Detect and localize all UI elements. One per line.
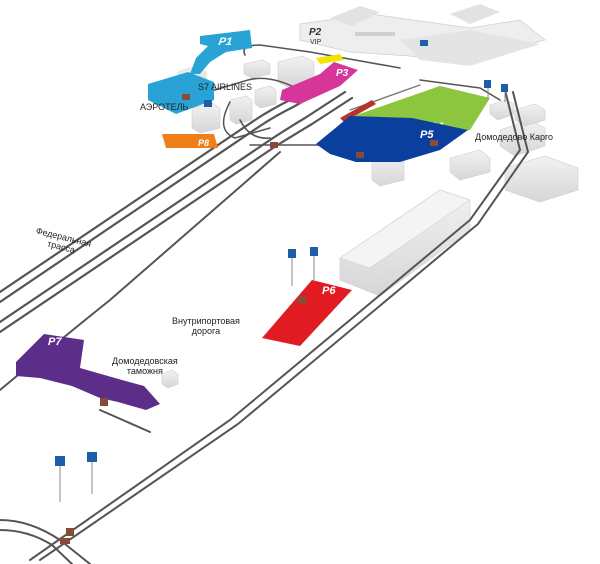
p3-label: P3 [336, 68, 349, 79]
p5-label: P5 [420, 129, 434, 141]
customs-line2: таможня [126, 366, 163, 376]
terminal-building [299, 4, 546, 66]
aerotel-label: АЭРОТЕЛЬ [140, 102, 189, 112]
train-icon [340, 100, 376, 122]
parking-p8[interactable]: P8 [162, 134, 218, 148]
roads [0, 44, 530, 564]
cargo-label: Домодедово Карго [475, 132, 554, 142]
parking-p5[interactable]: P5 [316, 116, 468, 162]
parking-p3[interactable]: P3 [280, 62, 358, 104]
parking-p6[interactable]: P6 [262, 280, 352, 346]
customs-line1: Домодедовская [112, 356, 178, 366]
inner-line1: Внутрипортовая [172, 316, 240, 326]
p1-label: P1 [218, 36, 234, 48]
p7-label: P7 [48, 336, 62, 348]
p6-label: P6 [322, 285, 336, 297]
parking-sign-icon [55, 80, 508, 502]
s7-airlines-label: S7 AIRLINES [198, 82, 253, 92]
parking-p7[interactable]: P7 [16, 334, 160, 410]
p8-label: P8 [198, 138, 209, 148]
p2-label: P2 [309, 27, 322, 38]
parking-s7-area[interactable] [148, 72, 214, 114]
inner-road-label: Внутрипортовая дорога [172, 316, 240, 336]
inner-line2: дорога [191, 326, 221, 336]
parking-p1[interactable]: P1 [190, 30, 252, 74]
p2-vip-label: VIP [310, 39, 322, 46]
checkpoint-icon [60, 94, 438, 544]
customs-label: Домодедовская таможня [112, 356, 178, 376]
parking-p2[interactable] [316, 54, 344, 64]
